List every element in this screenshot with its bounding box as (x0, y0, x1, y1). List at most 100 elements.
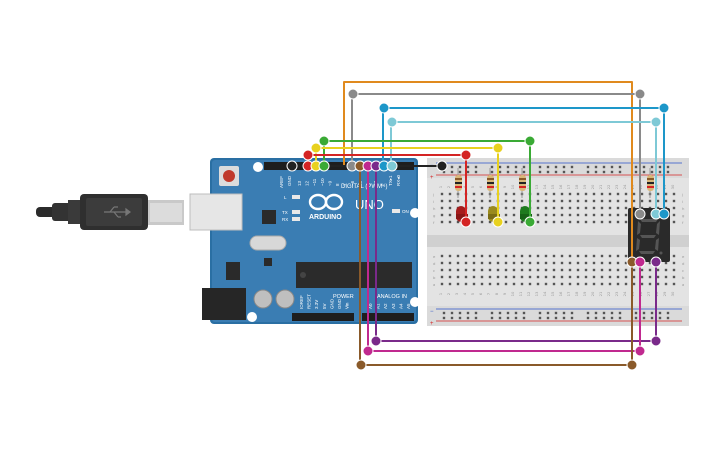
breadboard-hole[interactable] (576, 261, 580, 265)
rail-hole[interactable] (506, 170, 510, 174)
rail-hole[interactable] (642, 170, 646, 174)
breadboard-hole[interactable] (440, 268, 444, 272)
wire-orange[interactable] (343, 81, 633, 262)
breadboard-hole[interactable] (520, 220, 524, 224)
rail-hole[interactable] (546, 311, 550, 315)
breadboard-hole[interactable] (480, 275, 484, 279)
breadboard-hole[interactable] (472, 206, 476, 210)
breadboard-hole[interactable] (488, 282, 492, 286)
breadboard-hole[interactable] (536, 268, 540, 272)
breadboard-hole[interactable] (480, 254, 484, 258)
breadboard-hole[interactable] (624, 275, 628, 279)
breadboard-hole[interactable] (576, 199, 580, 203)
breadboard-hole[interactable] (576, 254, 580, 258)
breadboard-hole[interactable] (608, 192, 612, 196)
breadboard-hole[interactable] (472, 254, 476, 258)
breadboard-hole[interactable] (584, 254, 588, 258)
breadboard-hole[interactable] (456, 268, 460, 272)
rail-hole[interactable] (522, 311, 526, 315)
resistor[interactable] (519, 168, 526, 198)
breadboard-hole[interactable] (456, 275, 460, 279)
breadboard-hole[interactable] (664, 282, 668, 286)
breadboard-hole[interactable] (608, 220, 612, 224)
rail-hole[interactable] (610, 170, 614, 174)
rail-hole[interactable] (450, 311, 454, 315)
rail-hole[interactable] (458, 165, 462, 169)
breadboard-hole[interactable] (448, 275, 452, 279)
breadboard-hole[interactable] (568, 199, 572, 203)
rail-hole[interactable] (546, 316, 550, 320)
breadboard-hole[interactable] (672, 206, 676, 210)
breadboard-hole[interactable] (672, 268, 676, 272)
breadboard-hole[interactable] (608, 275, 612, 279)
breadboard-hole[interactable] (608, 199, 612, 203)
breadboard-hole[interactable] (520, 254, 524, 258)
breadboard-hole[interactable] (656, 192, 660, 196)
rail-hole[interactable] (466, 311, 470, 315)
breadboard-hole[interactable] (480, 206, 484, 210)
breadboard-hole[interactable] (600, 254, 604, 258)
breadboard-hole[interactable] (624, 282, 628, 286)
breadboard-hole[interactable] (672, 199, 676, 203)
breadboard-hole[interactable] (472, 199, 476, 203)
breadboard-hole[interactable] (464, 261, 468, 265)
rail-hole[interactable] (490, 165, 494, 169)
resistor[interactable] (647, 168, 654, 198)
breadboard-hole[interactable] (584, 213, 588, 217)
breadboard-hole[interactable] (488, 220, 492, 224)
rail-hole[interactable] (498, 170, 502, 174)
breadboard-hole[interactable] (576, 268, 580, 272)
breadboard-hole[interactable] (544, 192, 548, 196)
breadboard-hole[interactable] (512, 282, 516, 286)
breadboard-hole[interactable] (592, 199, 596, 203)
breadboard-hole[interactable] (608, 261, 612, 265)
breadboard-hole[interactable] (528, 268, 532, 272)
breadboard-hole[interactable] (672, 254, 676, 258)
rail-hole[interactable] (554, 165, 558, 169)
breadboard-hole[interactable] (512, 220, 516, 224)
breadboard-hole[interactable] (592, 282, 596, 286)
breadboard-hole[interactable] (576, 192, 580, 196)
breadboard-hole[interactable] (544, 213, 548, 217)
breadboard-hole[interactable] (536, 192, 540, 196)
breadboard-hole[interactable] (536, 254, 540, 258)
breadboard-hole[interactable] (576, 282, 580, 286)
rail-hole[interactable] (562, 170, 566, 174)
rail-hole[interactable] (586, 170, 590, 174)
breadboard-hole[interactable] (544, 268, 548, 272)
breadboard-hole[interactable] (448, 213, 452, 217)
breadboard-hole[interactable] (592, 192, 596, 196)
rail-hole[interactable] (466, 170, 470, 174)
breadboard-hole[interactable] (600, 268, 604, 272)
breadboard-hole[interactable] (672, 213, 676, 217)
rail-hole[interactable] (666, 170, 670, 174)
rail-hole[interactable] (658, 165, 662, 169)
rail-hole[interactable] (594, 170, 598, 174)
breadboard-hole[interactable] (560, 199, 564, 203)
breadboard-hole[interactable] (544, 254, 548, 258)
rail-hole[interactable] (466, 316, 470, 320)
breadboard-hole[interactable] (560, 213, 564, 217)
breadboard-hole[interactable] (520, 268, 524, 272)
resistor[interactable] (487, 168, 494, 198)
rail-hole[interactable] (618, 170, 622, 174)
breadboard-hole[interactable] (536, 282, 540, 286)
breadboard-hole[interactable] (600, 199, 604, 203)
breadboard-hole[interactable] (560, 261, 564, 265)
breadboard-hole[interactable] (616, 268, 620, 272)
breadboard-hole[interactable] (592, 275, 596, 279)
breadboard-hole[interactable] (568, 261, 572, 265)
rail-hole[interactable] (666, 316, 670, 320)
breadboard-hole[interactable] (488, 261, 492, 265)
breadboard-hole[interactable] (664, 268, 668, 272)
rail-hole[interactable] (546, 170, 550, 174)
rail-hole[interactable] (642, 165, 646, 169)
breadboard-hole[interactable] (584, 192, 588, 196)
seven-segment-display[interactable] (628, 208, 670, 262)
breadboard-hole[interactable] (448, 282, 452, 286)
breadboard-hole[interactable] (576, 275, 580, 279)
rail-hole[interactable] (458, 311, 462, 315)
rail-hole[interactable] (666, 311, 670, 315)
breadboard-hole[interactable] (632, 282, 636, 286)
breadboard-hole[interactable] (480, 213, 484, 217)
